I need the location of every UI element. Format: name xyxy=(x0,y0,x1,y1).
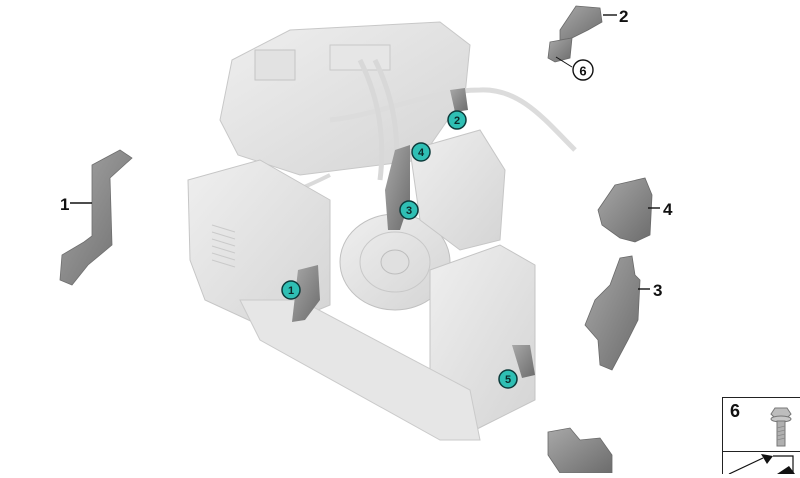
leader-line-6 xyxy=(555,56,573,68)
inset-divider xyxy=(723,451,800,452)
part-5-clip[interactable] xyxy=(547,427,613,474)
svg-text:3: 3 xyxy=(406,205,412,217)
callout-4: 4 xyxy=(663,200,673,219)
location-marker-1[interactable]: 1 xyxy=(281,280,301,300)
callout-2: 2 xyxy=(619,7,628,26)
svg-text:2: 2 xyxy=(454,115,460,127)
svg-text:5: 5 xyxy=(505,374,511,386)
main-assembly xyxy=(187,21,577,441)
arrow-icon xyxy=(728,454,795,474)
location-marker-5[interactable]: 5 xyxy=(498,369,518,389)
part-1-bracket[interactable] xyxy=(59,149,133,286)
bolt-icon xyxy=(770,407,792,447)
svg-text:1: 1 xyxy=(288,285,294,297)
svg-text:6: 6 xyxy=(579,64,586,79)
svg-text:4: 4 xyxy=(418,147,425,159)
callout-3: 3 xyxy=(653,281,662,300)
part-4-clip[interactable] xyxy=(597,177,653,243)
inset-number: 6 xyxy=(730,401,741,421)
location-marker-2[interactable]: 2 xyxy=(447,110,467,130)
part-3-holder[interactable] xyxy=(584,255,641,371)
callout-6: 6 xyxy=(572,59,594,81)
location-marker-3[interactable]: 3 xyxy=(399,200,419,220)
callout-1: 1 xyxy=(60,195,69,214)
location-marker-4[interactable]: 4 xyxy=(411,142,431,162)
part-2-bracket[interactable] xyxy=(547,5,603,63)
inset-part-6[interactable]: 6 xyxy=(722,397,800,474)
